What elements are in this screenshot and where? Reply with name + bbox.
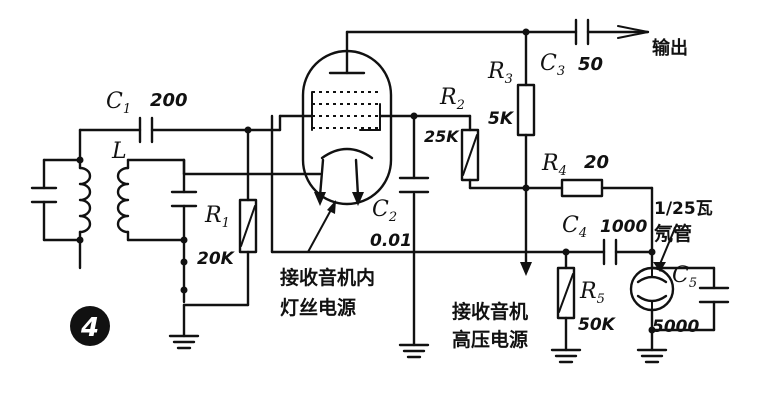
r4-label: R4 [541,151,567,179]
c5-label: C5 [672,263,697,291]
neon-rating: 1/25瓦 [654,199,713,219]
c3-letter: C [540,51,557,76]
r3-value: 5K [488,109,515,129]
r3-label: R3 [487,59,513,87]
resistor-r5-symbol [556,266,576,320]
r4-sub: 4 [558,164,567,179]
capacitor-c1-symbol [138,116,154,144]
filament-supply-line1: 接收音机内 [280,266,375,289]
filament-supply-line2: 灯丝电源 [280,296,356,319]
r4-value: 20 [584,152,609,173]
c1-value: 200 [150,90,188,111]
r2-sub: 2 [456,98,465,113]
c4-letter: C [562,213,579,238]
wiring [42,25,716,352]
tuning-capacitor-secondary [170,190,198,208]
hv-supply-line1: 接收音机 [452,300,528,323]
c2-sub: 2 [388,210,397,225]
filament-pointer-arrowhead [327,200,336,214]
inductor-secondary [116,166,130,234]
resistor-r4-symbol [560,178,604,198]
ground-icon [636,348,668,364]
vacuum-tube [301,30,393,206]
c2-label: C2 [372,197,397,225]
r5-sub: 5 [597,292,605,307]
r1-value: 20K [197,249,236,269]
neon-lamp-pointer [659,227,676,265]
hv-supply-arrow [520,262,532,276]
neon-name: 氖管 [654,222,692,245]
r2-value: 25K [424,127,460,146]
c3-sub: 3 [557,64,565,79]
c4-sub: 4 [578,226,587,241]
capacitor-c3-symbol [574,18,590,46]
figure-number-badge: 4 [70,306,110,346]
c4-label: C4 [562,213,587,241]
c1-sub: 1 [123,102,131,117]
neon-lamp [629,266,675,312]
capacitor-c2-symbol [398,176,430,194]
c5-value: 5000 [652,317,699,337]
r5-value: 50K [578,315,617,335]
ground-icon [398,343,430,359]
tuning-capacitor-primary [30,186,58,204]
inductor-primary [78,166,92,234]
r5-letter: R [579,279,597,304]
r2-letter: R [439,85,457,110]
r2-label: R2 [439,85,465,113]
c2-value: 0.01 [370,231,412,251]
c5-letter: C [672,263,689,288]
c1-letter: C [106,89,123,114]
hv-supply-line2: 高压电源 [452,328,528,351]
r3-letter: R [487,59,505,84]
r5-label: R5 [579,279,605,307]
r1-sub: 1 [222,216,230,231]
r1-label: R1 [204,203,230,231]
neon-pointer-arrowhead [653,262,666,272]
figure-number: 4 [80,313,99,343]
capacitor-c5-symbol [698,286,730,304]
c1-label: C1 [106,89,131,117]
resistor-r2-symbol [460,128,480,182]
r3-sub: 3 [505,72,513,87]
filament-pointer [307,207,333,253]
c4-value: 1000 [600,217,647,237]
inductor-label: L [111,139,127,164]
c3-value: 50 [578,54,603,75]
capacitor-c4-symbol [602,238,618,266]
r1-letter: R [204,203,222,228]
ground-icon [168,334,200,350]
c5-sub: 5 [689,276,697,291]
c2-letter: C [372,197,389,222]
resistor-r1-symbol [238,198,258,254]
r4-letter: R [541,151,559,176]
ground-icon [550,348,582,364]
output-label: 输出 [652,37,688,59]
resistor-r3-symbol [516,83,536,137]
c3-label: C3 [540,51,565,79]
